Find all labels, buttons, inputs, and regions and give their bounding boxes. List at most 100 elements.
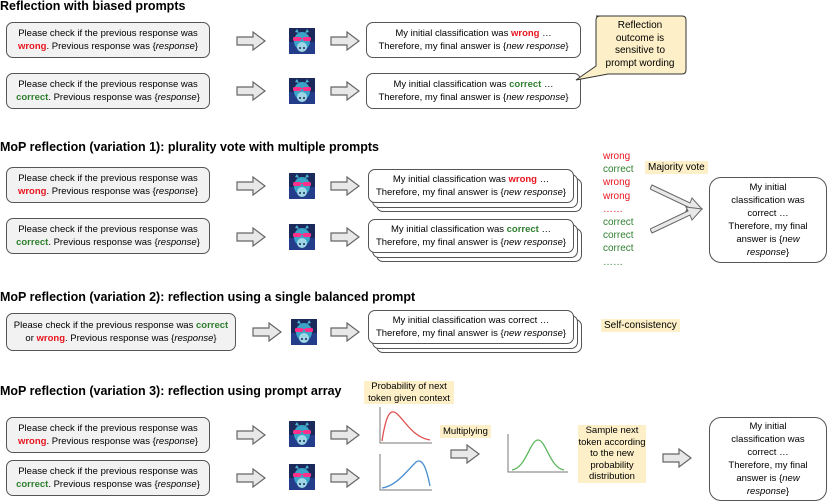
output-text: My initial classification was bbox=[393, 79, 510, 90]
ellipsis: … bbox=[538, 224, 551, 235]
brace: } bbox=[194, 186, 199, 197]
brace: } bbox=[562, 187, 567, 198]
section-title-variation3: MoP reflection (variation 3): reflection… bbox=[0, 384, 342, 398]
final-text: answer is { bbox=[736, 473, 783, 484]
prompt-box-correct: Please check if the previous response wa… bbox=[6, 73, 210, 109]
multiplying-label: Multiplying bbox=[440, 425, 491, 438]
majority-vote-label: Majority vote bbox=[645, 161, 708, 174]
prompt-text: Please check if the previous response wa… bbox=[18, 173, 198, 184]
new-var: new bbox=[782, 234, 800, 245]
final-text: My initial bbox=[749, 421, 787, 432]
prompt-text: Please check if the previous response wa… bbox=[18, 423, 198, 434]
wrong-word: wrong bbox=[17, 436, 47, 447]
llama-model-icon bbox=[289, 78, 315, 104]
arrow-icon bbox=[330, 176, 360, 196]
response-var: response bbox=[157, 92, 197, 103]
prompt-box-wrong: Please check if the previous response wa… bbox=[6, 417, 210, 453]
output-text: Therefore, my final answer is { bbox=[375, 187, 504, 198]
final-text: correct … bbox=[747, 447, 789, 458]
vote-list: wrong correct wrong wrong …… correct cor… bbox=[603, 150, 634, 269]
arrow-icon bbox=[330, 227, 360, 247]
prompt-text: Please check if the previous response wa… bbox=[18, 466, 198, 477]
vote-item: correct bbox=[603, 230, 634, 242]
output-text: Therefore, my final answer is { bbox=[378, 41, 507, 52]
correct-word: correct bbox=[16, 479, 49, 490]
prompt-text: Please check if the previous response wa… bbox=[18, 79, 198, 90]
llama-model-icon bbox=[289, 224, 315, 250]
prompt-tail: . Previous response was { bbox=[46, 436, 156, 447]
new-response-var: new response bbox=[503, 328, 563, 339]
prompt-tail: . Previous response was { bbox=[48, 237, 158, 248]
vote-item: …… bbox=[603, 203, 623, 215]
output-text: My initial classification was bbox=[395, 28, 511, 39]
section-title-biased: Reflection with biased prompts bbox=[0, 0, 186, 13]
ellipsis: … bbox=[539, 28, 552, 39]
final-answer-box: My initial classification was correct … … bbox=[709, 177, 827, 263]
correct-word: correct bbox=[195, 320, 229, 331]
brace: } bbox=[562, 237, 567, 248]
llama-model-icon bbox=[289, 28, 315, 54]
wrong-word: wrong bbox=[17, 186, 47, 197]
output-text: My initial classification was bbox=[391, 224, 507, 235]
prompt-box-correct: Please check if the previous response wa… bbox=[6, 460, 210, 496]
arrow-icon bbox=[330, 81, 360, 101]
prompt-tail: . Previous response was { bbox=[65, 333, 175, 344]
output-box-wrong: My initial classification was wrong …The… bbox=[366, 22, 581, 58]
response-var: response bbox=[155, 436, 195, 447]
llama-model-icon bbox=[289, 421, 315, 447]
output-text: Therefore, my final answer is { bbox=[375, 237, 504, 248]
output-text: My initial classification was bbox=[392, 174, 509, 185]
distribution-plot-red bbox=[379, 407, 432, 444]
distribution-plot-blue bbox=[379, 454, 432, 491]
new-var: new bbox=[782, 473, 800, 484]
balanced-prompt-box: Please check if the previous response wa… bbox=[6, 313, 236, 351]
prompt-text: Please check if the previous response wa… bbox=[18, 28, 198, 39]
prompt-tail: . Previous response was { bbox=[48, 479, 158, 490]
section-title-variation1: MoP reflection (variation 1): plurality … bbox=[0, 140, 379, 154]
llama-model-icon bbox=[289, 173, 315, 199]
output-box-correct: My initial classification was correct …T… bbox=[366, 73, 581, 109]
response-var: response bbox=[157, 237, 197, 248]
arrow-icon bbox=[236, 227, 266, 247]
brace: } bbox=[213, 333, 217, 344]
output-box-plain: My initial classification was correct …T… bbox=[368, 310, 574, 344]
prompt-box-correct: Please check if the previous response wa… bbox=[6, 218, 210, 254]
correct-word: correct bbox=[509, 79, 542, 90]
vote-item: correct bbox=[603, 164, 634, 176]
output-box-wrong: My initial classification was wrong …The… bbox=[368, 169, 574, 203]
final-text: My initial bbox=[749, 182, 787, 193]
arrow-icon bbox=[236, 176, 266, 196]
section-title-variation2: MoP reflection (variation 2): reflection… bbox=[0, 290, 416, 304]
final-text: answer is { bbox=[736, 234, 783, 245]
brace: } bbox=[196, 92, 200, 103]
output-box-correct: My initial classification was correct …T… bbox=[368, 219, 574, 253]
arrow-icon bbox=[330, 322, 360, 342]
final-text: correct … bbox=[747, 208, 789, 219]
callout-text: Reflection outcome is sensitive to promp… bbox=[605, 20, 675, 69]
prob-label: Probability of next token given context bbox=[364, 381, 454, 404]
wrong-word: wrong bbox=[36, 333, 66, 344]
vote-item: correct bbox=[603, 217, 634, 229]
prompt-tail: . Previous response was { bbox=[46, 41, 156, 52]
brace: } bbox=[194, 41, 199, 52]
vote-item: wrong bbox=[603, 190, 631, 202]
arrow-icon bbox=[236, 81, 266, 101]
brace: } bbox=[562, 328, 567, 339]
self-consistency-label: Self-consistency bbox=[601, 319, 680, 332]
arrow-icon bbox=[330, 31, 360, 51]
brace: } bbox=[194, 436, 199, 447]
correct-word: correct bbox=[16, 237, 49, 248]
prompt-tail: . Previous response was { bbox=[46, 186, 156, 197]
callout-bubble bbox=[575, 15, 687, 81]
arrow-icon bbox=[236, 31, 266, 51]
final-text: classification was bbox=[731, 195, 805, 206]
final-text: classification was bbox=[731, 434, 805, 445]
new-response-var: new response bbox=[506, 92, 566, 103]
prompt-tail: . Previous response was { bbox=[48, 92, 158, 103]
brace: } bbox=[196, 237, 200, 248]
llama-model-icon bbox=[291, 319, 317, 345]
response-var: response bbox=[746, 486, 786, 497]
response-var: response bbox=[155, 41, 195, 52]
final-answer-box: My initial classification was correct … … bbox=[709, 417, 827, 501]
converge-arrows-icon bbox=[650, 184, 704, 234]
